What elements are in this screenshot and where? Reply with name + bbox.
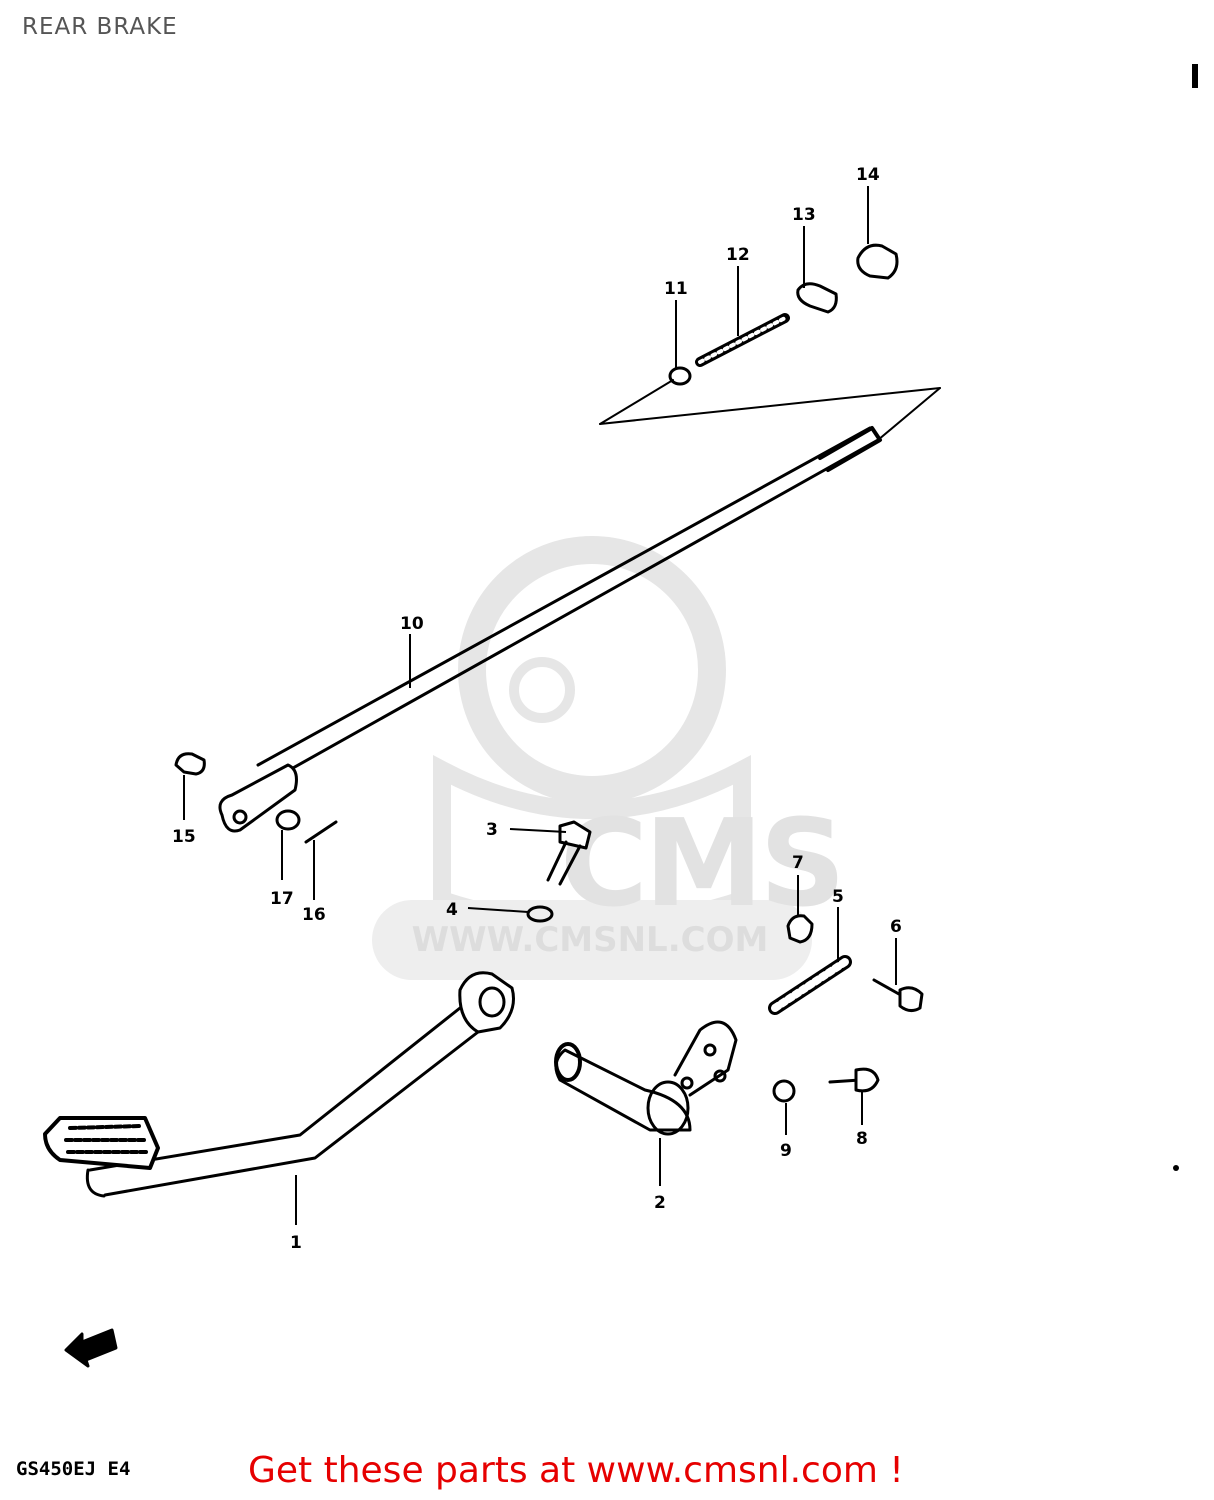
- model-code: GS450EJ E4: [16, 1458, 131, 1480]
- callout-17: 17: [270, 889, 294, 909]
- callout-7: 7: [792, 853, 804, 873]
- watermark-url: WWW.CMSNL.COM: [411, 920, 769, 960]
- watermark-logo: [362, 520, 822, 1000]
- brake-pedal-part-1: [43, 971, 515, 1198]
- callout-1: 1: [290, 1233, 302, 1253]
- washer-part-17: [275, 809, 301, 831]
- callout-14: 14: [856, 165, 880, 185]
- washer-part-11: [668, 366, 692, 386]
- callout-2: 2: [654, 1193, 666, 1213]
- nut-part-4: [526, 905, 554, 923]
- bolt-part-8: [828, 1067, 880, 1093]
- cotter-pin-part-16: [304, 820, 338, 844]
- parts-link[interactable]: Get these parts at www.cmsnl.com !: [248, 1450, 904, 1491]
- callout-5: 5: [832, 887, 844, 907]
- assembly-guide-lines: [599, 379, 941, 441]
- callout-3: 3: [486, 820, 498, 840]
- callout-9: 9: [780, 1141, 792, 1161]
- callout-13: 13: [792, 205, 816, 225]
- bolt-part-6: [872, 978, 924, 1013]
- brake-rod-part-10: [218, 426, 882, 833]
- bolt-part-3: [546, 820, 592, 886]
- callout-8: 8: [856, 1129, 868, 1149]
- callout-12: 12: [726, 245, 750, 265]
- nut-part-14: [856, 243, 899, 280]
- callout-15: 15: [172, 827, 196, 847]
- pin-part-15: [174, 752, 206, 776]
- callout-16: 16: [302, 905, 326, 925]
- callout-6: 6: [890, 917, 902, 937]
- front-direction-arrow-icon: [64, 1328, 118, 1368]
- brake-shaft-part-2: [554, 1020, 738, 1136]
- nut-part-7: [786, 914, 814, 944]
- page-title: REAR BRAKE: [22, 14, 178, 40]
- callout-10: 10: [400, 614, 424, 634]
- spring-part-5: [768, 955, 852, 1015]
- spring-part-12: [695, 313, 790, 367]
- nut-part-9: [772, 1079, 796, 1103]
- joint-part-13: [796, 282, 838, 314]
- callout-4: 4: [446, 900, 458, 920]
- callout-11: 11: [664, 279, 688, 299]
